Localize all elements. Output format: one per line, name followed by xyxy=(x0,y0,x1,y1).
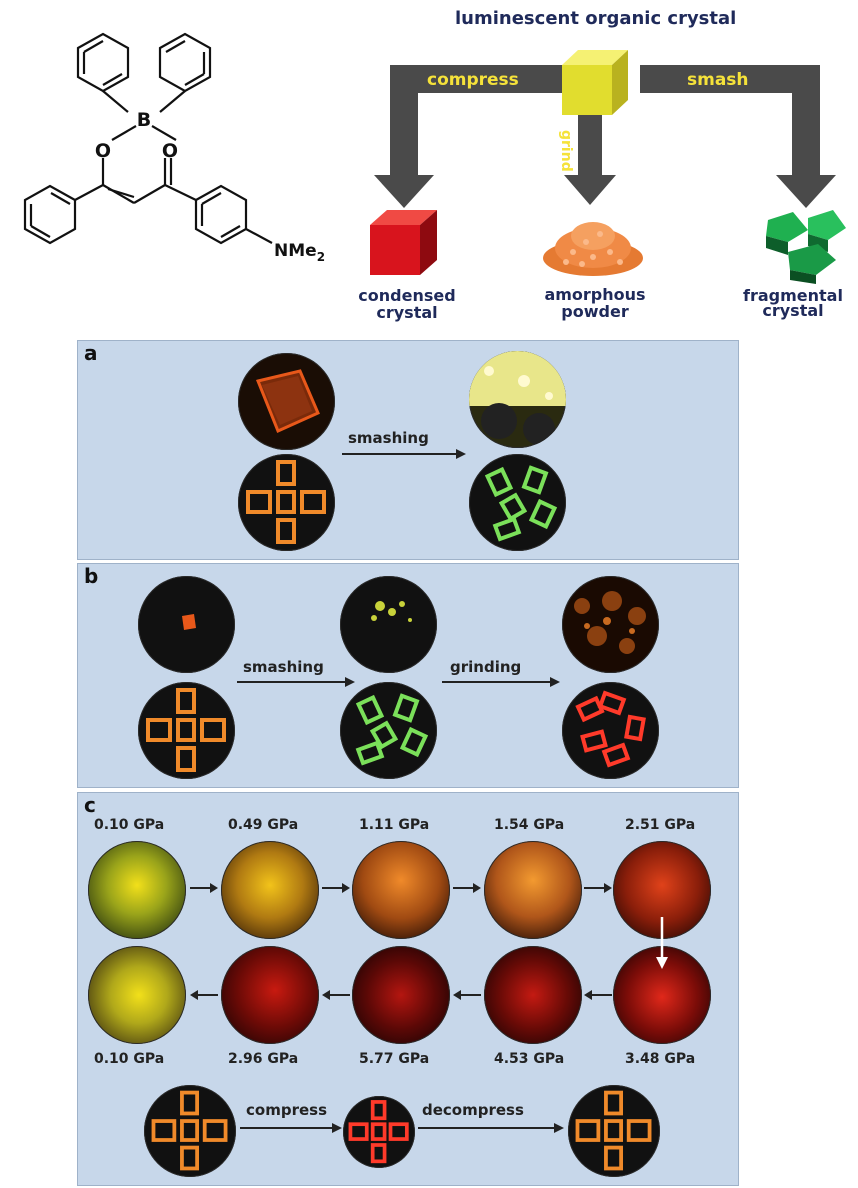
decompress-arrow xyxy=(418,1123,564,1133)
arrow-bottom-4 xyxy=(584,990,612,1000)
pressure-label-top-5: 2.51 GPa xyxy=(625,817,696,833)
compress-start-pattern xyxy=(144,1085,236,1177)
panel-b-crystal-image xyxy=(138,576,235,673)
panel-a-arrow xyxy=(342,449,466,459)
arrow-bottom-2 xyxy=(322,990,350,1000)
compress-label: compress xyxy=(427,70,519,90)
arrow-top-1 xyxy=(190,883,218,893)
pressure-image-top-4 xyxy=(484,841,582,939)
molecule-structure: B O O NMe2 xyxy=(23,32,325,264)
decompress-arrow-label: decompress xyxy=(422,1101,524,1119)
arrow-top-2 xyxy=(322,883,350,893)
oxygen-right-label: O xyxy=(162,140,178,162)
compress-arrow-label: compress xyxy=(246,1101,327,1119)
amorphous-powder-pile xyxy=(543,222,643,276)
pressure-image-top-1 xyxy=(88,841,186,939)
smash-label: smash xyxy=(687,70,749,90)
panel-b-arrow2 xyxy=(442,677,560,687)
arrow-down xyxy=(656,917,668,969)
compress-arrow xyxy=(240,1123,342,1133)
pressure-image-top-2 xyxy=(221,841,319,939)
fragmental-crystal-pieces xyxy=(766,210,846,284)
panel-b-arrow1-label: smashing xyxy=(243,658,324,676)
panel-a-orange-cross-pattern xyxy=(238,454,335,551)
panel-a: a smashing xyxy=(77,340,739,560)
panel-b: b smashing grinding xyxy=(77,563,739,788)
panel-c: c 0.10 GPa 0.49 GPa 1.11 GPa 1.54 GPa 2.… xyxy=(77,792,739,1186)
pressure-label-bottom-1: 0.10 GPa xyxy=(94,1051,165,1067)
pressure-label-bottom-4: 4.53 GPa xyxy=(494,1051,565,1067)
pressure-label-top-4: 1.54 GPa xyxy=(494,817,565,833)
panel-b-fragment-image xyxy=(340,576,437,673)
pressure-label-bottom-2: 2.96 GPa xyxy=(228,1051,299,1067)
grind-label: grind xyxy=(558,130,574,172)
pressure-image-bottom-1 xyxy=(88,946,186,1044)
oxygen-left-label: O xyxy=(95,140,111,162)
pressure-label-top-1: 0.10 GPa xyxy=(94,817,165,833)
panel-a-crystal-image xyxy=(238,353,335,450)
condensed-crystal-cube xyxy=(370,210,437,275)
panel-b-letter: b xyxy=(84,564,99,588)
panel-b-red-fragment-pattern xyxy=(562,682,659,779)
pressure-label-top-2: 0.49 GPa xyxy=(228,817,299,833)
panel-c-letter: c xyxy=(84,793,96,817)
pressure-image-top-3 xyxy=(352,841,450,939)
compressed-red-pattern xyxy=(343,1096,415,1168)
pressure-image-bottom-3 xyxy=(352,946,450,1044)
panel-a-green-fragment-pattern xyxy=(469,454,566,551)
amine-label: NMe2 xyxy=(274,241,325,264)
pressure-label-top-3: 1.11 GPa xyxy=(359,817,430,833)
panel-b-orange-cross-pattern xyxy=(138,682,235,779)
diagram-title: luminescent organic crystal xyxy=(455,8,737,29)
arrow-bottom-3 xyxy=(453,990,481,1000)
process-arrows xyxy=(374,50,836,208)
pressure-image-bottom-4 xyxy=(484,946,582,1044)
arrow-top-3 xyxy=(453,883,481,893)
decompress-end-pattern xyxy=(568,1085,660,1177)
pressure-label-bottom-3: 5.77 GPa xyxy=(359,1051,430,1067)
arrow-top-4 xyxy=(584,883,612,893)
panel-a-letter: a xyxy=(84,341,98,365)
boron-label: B xyxy=(137,109,151,131)
panel-b-arrow1 xyxy=(237,677,355,687)
pressure-image-bottom-2 xyxy=(221,946,319,1044)
panel-b-green-fragment-pattern xyxy=(340,682,437,779)
pressure-label-bottom-5: 3.48 GPa xyxy=(625,1051,696,1067)
panel-a-arrow-label: smashing xyxy=(348,429,429,447)
panel-b-powder-image xyxy=(562,576,659,673)
panel-b-arrow2-label: grinding xyxy=(450,658,522,676)
panel-a-fragment-image xyxy=(469,351,566,448)
arrow-bottom-1 xyxy=(190,990,218,1000)
